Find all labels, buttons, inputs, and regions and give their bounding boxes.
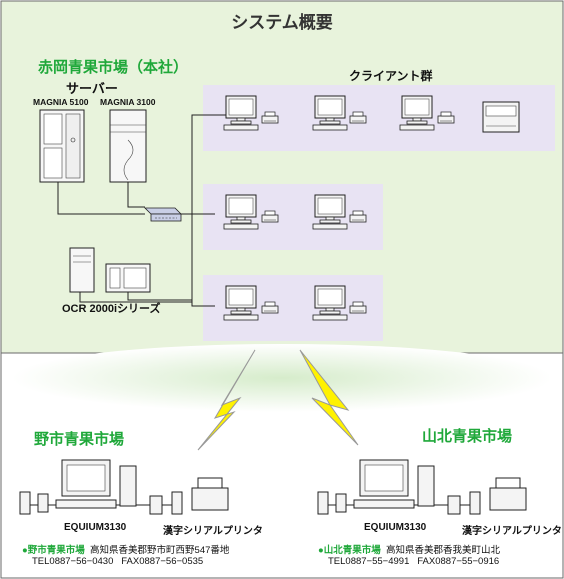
server-model-2: MAGNIA 3100 <box>100 97 156 107</box>
laser-printer-icon <box>482 101 520 133</box>
network-hub-icon <box>144 207 182 222</box>
server-magnia-5100-icon <box>39 109 85 183</box>
ocr-device-icon <box>69 247 151 293</box>
branch-2-equipment <box>317 459 527 515</box>
server-label: サーバー <box>66 82 118 97</box>
branch-1-title: 野市青果市場 <box>34 430 125 448</box>
branch-2-tel: TEL0887−55−4991 <box>328 556 410 567</box>
wireless-link-right-icon <box>299 349 359 446</box>
branch-1-name: 野市青果市場 <box>27 545 85 556</box>
branch-1-address: 高知県香美郡野市町西野547番地 <box>90 545 230 556</box>
diagram-title: システム概要 <box>231 13 333 33</box>
branch-2-bullet: ● <box>318 545 324 556</box>
branch-2-printer-label: 漢字シリアルプリンタ <box>462 526 562 537</box>
branch-1-printer-label: 漢字シリアルプリンタ <box>163 526 263 537</box>
branch-2-contact: TEL0887−55−4991 FAX0887−55−0916 <box>328 556 499 567</box>
branch-2-address: 高知県香美郡香我美町山北 <box>386 545 501 556</box>
branch-area-glow <box>12 344 552 412</box>
branch-1-pc-model: EQUIUM3130 <box>64 522 127 533</box>
wireless-link-left-icon <box>197 349 256 451</box>
branch-2-title: 山北青果市場 <box>422 427 513 445</box>
clients-label: クライアント群 <box>349 69 433 83</box>
branch-2-fax: FAX0887−55−0916 <box>417 556 500 567</box>
server-model-1: MAGNIA 5100 <box>33 97 89 107</box>
ocr-label: OCR 2000iシリーズ <box>62 303 161 315</box>
branch-1-tel: TEL0887−56−0430 <box>32 556 114 567</box>
branch-1-bullet: ● <box>22 545 28 556</box>
branch-1-fax: FAX0887−56−0535 <box>121 556 204 567</box>
branch-2-name: 山北青果市場 <box>323 545 381 556</box>
branch-1-info: ●野市青果市場 高知県香美郡野市町西野547番地 <box>22 542 229 556</box>
network-lines <box>57 114 215 307</box>
branch-2-info: ●山北青果市場 高知県香美郡香我美町山北 <box>318 542 500 556</box>
client-group-row-1 <box>215 95 520 133</box>
branch-1-contact: TEL0887−56−0430 FAX0887−56−0535 <box>32 556 203 567</box>
branch-1-equipment <box>19 459 229 515</box>
branch-2-pc-model: EQUIUM3130 <box>364 522 427 533</box>
server-magnia-3100-icon <box>109 109 147 183</box>
hq-name: 赤岡青果市場（本社） <box>38 58 189 76</box>
